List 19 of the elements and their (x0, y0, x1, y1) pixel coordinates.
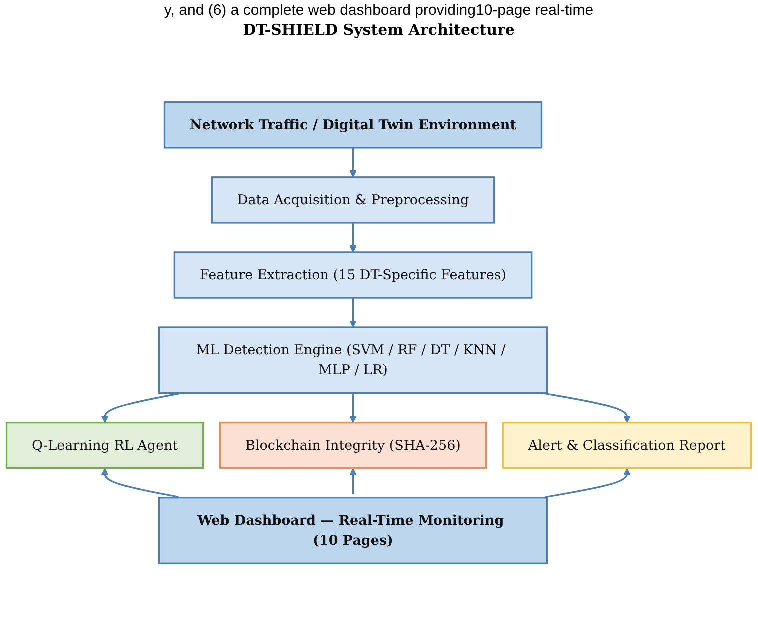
node-box: ML Detection Engine (SVM / RF / DT / KNN / MLP / LR) (158, 326, 548, 394)
arrow (101, 392, 182, 424)
node-box: Web Dashboard — Real-Time Monitoring (10 Pages) (158, 497, 548, 564)
node-box: Network Traffic / Digital Twin Environment (164, 102, 543, 149)
arrow (350, 468, 357, 494)
node-box: Alert & Classification Report (502, 422, 752, 470)
node-box: Data Acquisition & Preprocessing (211, 176, 496, 224)
node-box: Q-Learning RL Agent (6, 422, 204, 470)
arrow (350, 393, 357, 424)
arrow (546, 468, 631, 498)
node-box: Feature Extraction (15 DT-Specific Features) (174, 252, 533, 299)
text-fragment: y, and (6) a complete web dashboard providing10-page real-time (163, 2, 595, 19)
arrow (350, 298, 357, 328)
arrow (101, 468, 179, 498)
arrow (350, 222, 357, 253)
diagram-title: DT-SHIELD System Architecture (242, 21, 516, 39)
arrow (542, 392, 631, 424)
arrow (350, 148, 357, 178)
node-box: Blockchain Integrity (SHA-256) (219, 422, 488, 470)
